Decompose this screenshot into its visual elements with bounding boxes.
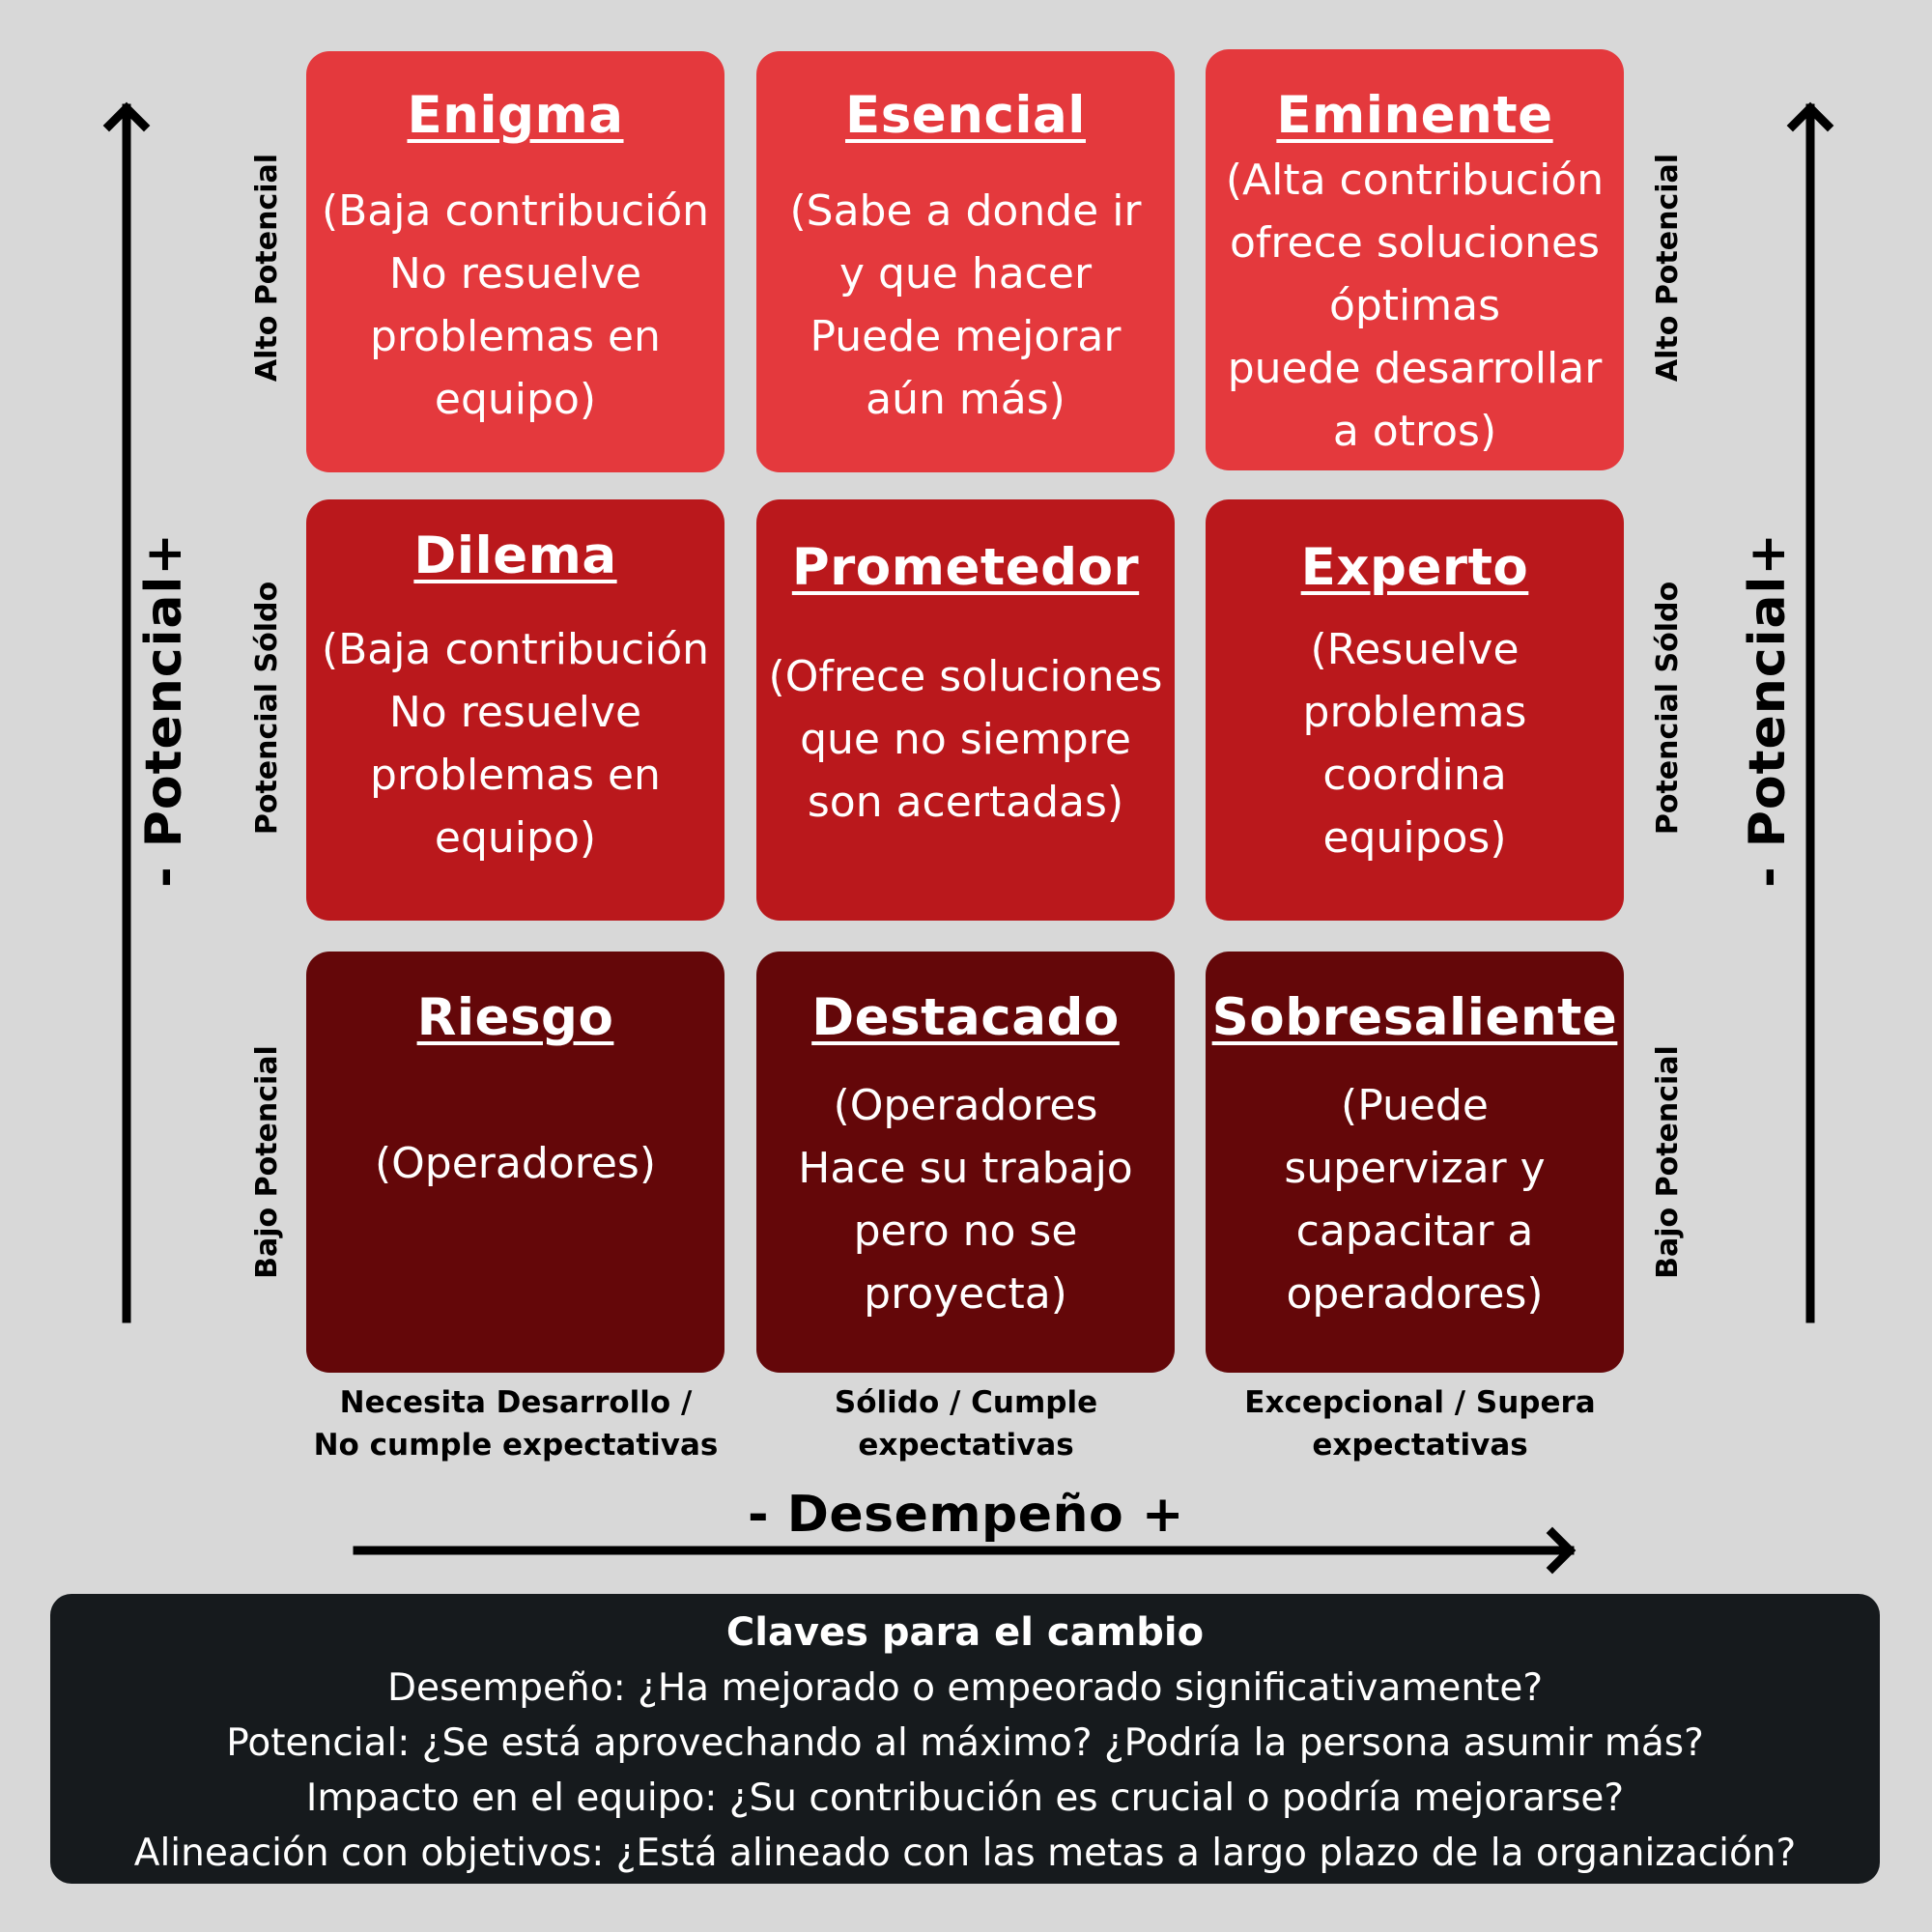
cell-title: Eminente xyxy=(1276,86,1553,145)
cell-title: Dilema xyxy=(413,526,617,585)
cell-title: Enigma xyxy=(407,86,624,145)
cell-riesgo: Riesgo (Operadores) xyxy=(306,952,724,1373)
cell-title: Esencial xyxy=(845,86,1086,145)
keys-title: Claves para el cambio xyxy=(725,1610,1205,1655)
cell-esencial: Esencial (Sabe a donde ir y que hacer Pu… xyxy=(756,51,1175,472)
keys-panel: Claves para el cambio Desempeño: ¿Ha mej… xyxy=(50,1594,1880,1884)
x-axis-title: - Desempeño + xyxy=(748,1486,1184,1544)
cell-description: (Sabe a donde ir y que hacer Puede mejor… xyxy=(789,186,1142,424)
row-label-solido-left: Potencial Sóldo xyxy=(250,581,284,836)
left-y-arrowhead xyxy=(102,101,151,132)
row-label-bajo-right: Bajo Potencial xyxy=(1651,1045,1685,1279)
cell-destacado: Destacado (Operadores Hace su trabajo pe… xyxy=(756,952,1175,1373)
x-arrowhead xyxy=(1546,1526,1577,1575)
y-axis-title-left: - Potencial+ xyxy=(135,532,193,888)
keys-lines: Desempeño: ¿Ha mejorado o empeorado sign… xyxy=(50,1661,1880,1881)
cell-description: (Ofrece soluciones que no siempre son ac… xyxy=(768,652,1163,827)
col-label-excepcional-supera: Excepcional / Supera expectativas xyxy=(1244,1385,1596,1463)
row-label-alto-left: Alto Potencial xyxy=(250,153,284,383)
cell-prometedor: Prometedor (Ofrece soluciones que no sie… xyxy=(756,499,1175,921)
row-label-bajo-left: Bajo Potencial xyxy=(250,1045,284,1279)
right-y-arrowhead xyxy=(1786,101,1834,132)
y-axis-title-right: - Potencial+ xyxy=(1739,532,1797,888)
cell-title: Destacado xyxy=(811,988,1120,1047)
cell-sobresaliente: Sobresaliente (Puede supervizar y capaci… xyxy=(1206,952,1624,1373)
keys-line-impacto: Impacto en el equipo: ¿Su contribución e… xyxy=(305,1776,1625,1820)
keys-line-desempeno: Desempeño: ¿Ha mejorado o empeorado sign… xyxy=(386,1666,1544,1710)
cell-experto: Experto (Resuelve problemas coordina equ… xyxy=(1206,499,1624,921)
cell-title: Riesgo xyxy=(416,988,614,1047)
cell-title: Sobresaliente xyxy=(1211,988,1618,1047)
cell-title: Experto xyxy=(1300,538,1529,597)
cell-description: (Puede supervizar y capacitar a operador… xyxy=(1284,1081,1546,1319)
cell-dilema: Dilema (Baja contribución No resuelve pr… xyxy=(306,499,724,921)
cell-description: (Baja contribución No resuelve problemas… xyxy=(321,186,710,424)
cell-description: (Operadores Hace su trabajo pero no se p… xyxy=(798,1081,1133,1319)
cell-description: (Resuelve problemas coordina equipos) xyxy=(1302,625,1527,863)
cell-description: (Alta contribución ofrece soluciones ópt… xyxy=(1225,156,1605,456)
cell-title: Prometedor xyxy=(791,538,1140,597)
cell-enigma: Enigma (Baja contribución No resuelve pr… xyxy=(306,51,724,472)
row-label-solido-right: Potencial Sóldo xyxy=(1651,581,1685,836)
cell-description: (Baja contribución No resuelve problemas… xyxy=(321,625,710,863)
col-label-solido-cumple: Sólido / Cumple expectativas xyxy=(834,1385,1098,1463)
cell-description: (Operadores) xyxy=(375,1139,656,1188)
col-label-necesita-desarrollo: Necesita Desarrollo / No cumple expectat… xyxy=(313,1385,719,1463)
cell-eminente: Eminente (Alta contribución ofrece soluc… xyxy=(1206,49,1624,470)
row-label-alto-right: Alto Potencial xyxy=(1651,153,1685,383)
keys-line-alineacion: Alineación con objetivos: ¿Está alineado… xyxy=(133,1832,1797,1875)
keys-line-potencial: Potencial: ¿Se está aprovechando al máxi… xyxy=(226,1721,1704,1765)
